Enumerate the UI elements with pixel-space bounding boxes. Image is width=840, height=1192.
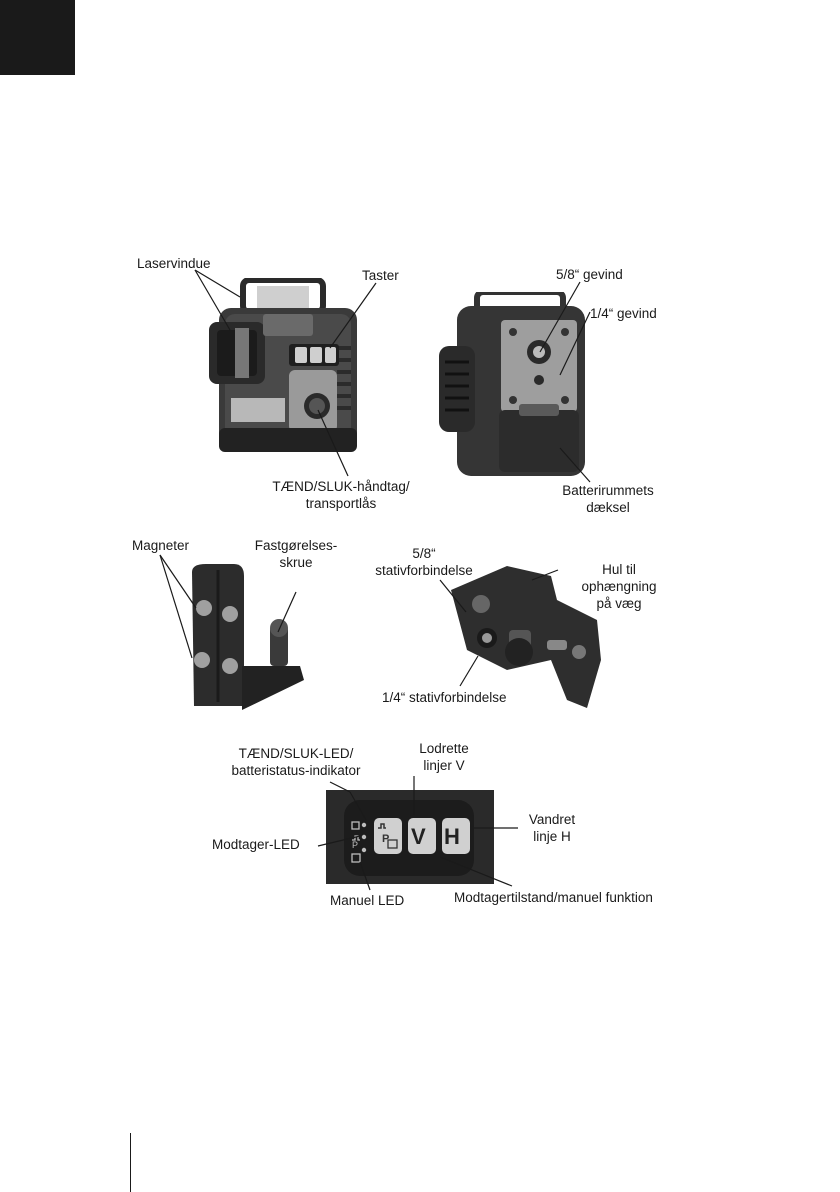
magnetic-bracket-figure [192,564,304,710]
key-v-label: V [411,824,426,849]
label-batterirummets-daeksel: Batterirummets dæksel [562,483,654,515]
label-gevind-14: 1/4“ gevind [590,306,657,321]
control-panel-figure [326,790,494,884]
laser-rear-figure [439,292,585,476]
indicator-p: P [352,840,359,850]
label-vandret-linje: Vandret linje H [528,812,576,844]
label-fastgorelses-skrue: Fastgørelses- skrue [254,538,338,570]
label-taend-sluk-haandtag: TÆND/SLUK-håndtag/ transportlås [272,479,410,511]
label-modtagertilstand: Modtagertilstand/manuel funktion [454,890,653,905]
label-laservindue: Laservindue [137,256,211,271]
label-lodrette-linjer: Lodrette linjer V [419,741,469,773]
label-magneter: Magneter [132,538,190,553]
label-gevind-58: 5/8“ gevind [556,267,623,282]
laser-front-figure [209,278,357,452]
label-modtager-led: Modtager-LED [212,837,300,852]
wall-mount-figure [451,566,601,708]
label-manuel-led: Manuel LED [330,893,405,908]
key-p: P [382,833,390,845]
label-taster: Taster [362,268,399,283]
label-stativ-14: 1/4“ stativforbindelse [382,690,507,705]
key-h-label: H [444,824,460,849]
language-tab [0,0,75,75]
label-stativ-58: 5/8“ stativforbindelse [375,546,473,578]
label-hul-til-ophaengning: Hul til ophængning på væg [581,562,657,611]
label-taend-sluk-led: TÆND/SLUK-LED/ batteristatus-indikator [231,746,361,778]
footer-divider [130,1133,131,1192]
